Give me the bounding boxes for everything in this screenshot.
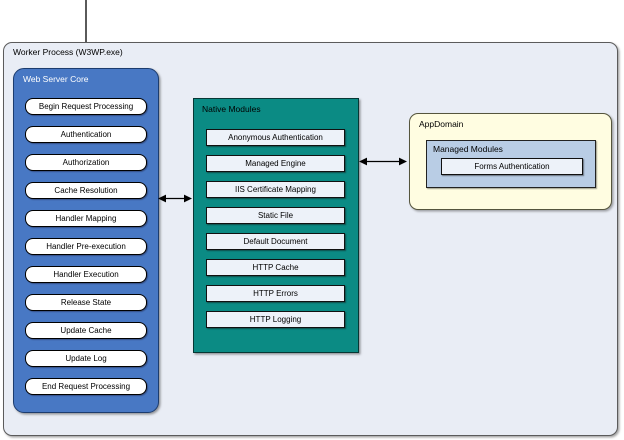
pipeline-stage: Cache Resolution xyxy=(25,182,147,199)
native-appdomain-double-arrow xyxy=(359,157,407,166)
managed-modules-label: Managed Modules xyxy=(433,144,503,154)
pipeline-stage: Handler Mapping xyxy=(25,210,147,227)
app-domain-label: AppDomain xyxy=(419,119,464,129)
worker-process-box: Worker Process (W3WP.exe) Web Server Cor… xyxy=(3,42,618,436)
pipeline-stage: Release State xyxy=(25,294,147,311)
native-modules-label: Native Modules xyxy=(202,104,261,114)
native-module-item: HTTP Cache xyxy=(206,259,345,276)
managed-modules-box: Managed Modules Forms Authentication xyxy=(426,140,596,188)
native-module-item: Default Document xyxy=(206,233,345,250)
native-module-item: Anonymous Authentication xyxy=(206,129,345,146)
pipeline-stage: Update Cache xyxy=(25,322,147,339)
native-module-item: IIS Certificate Mapping xyxy=(206,181,345,198)
native-module-item: Static File xyxy=(206,207,345,224)
pipeline-stage: End Request Processing xyxy=(25,378,147,395)
pipeline-stage: Update Log xyxy=(25,350,147,367)
web-server-core-box: Web Server Core Begin Request Processing… xyxy=(13,68,159,413)
managed-modules-items: Forms Authentication xyxy=(441,158,583,175)
web-server-core-label: Web Server Core xyxy=(23,74,89,84)
worker-process-label: Worker Process (W3WP.exe) xyxy=(13,47,123,57)
pipeline-stage: Authorization xyxy=(25,154,147,171)
native-module-item: Managed Engine xyxy=(206,155,345,172)
pipeline-stage: Begin Request Processing xyxy=(25,98,147,115)
pipeline-stage: Handler Execution xyxy=(25,266,147,283)
pipeline-stage: Handler Pre-execution xyxy=(25,238,147,255)
native-module-item: HTTP Errors xyxy=(206,285,345,302)
app-domain-box: AppDomain Managed Modules Forms Authenti… xyxy=(409,113,612,210)
core-native-double-arrow xyxy=(158,194,192,203)
pipeline-stage: Authentication xyxy=(25,126,147,143)
native-module-item: HTTP Logging xyxy=(206,311,345,328)
managed-module-item: Forms Authentication xyxy=(441,158,583,175)
